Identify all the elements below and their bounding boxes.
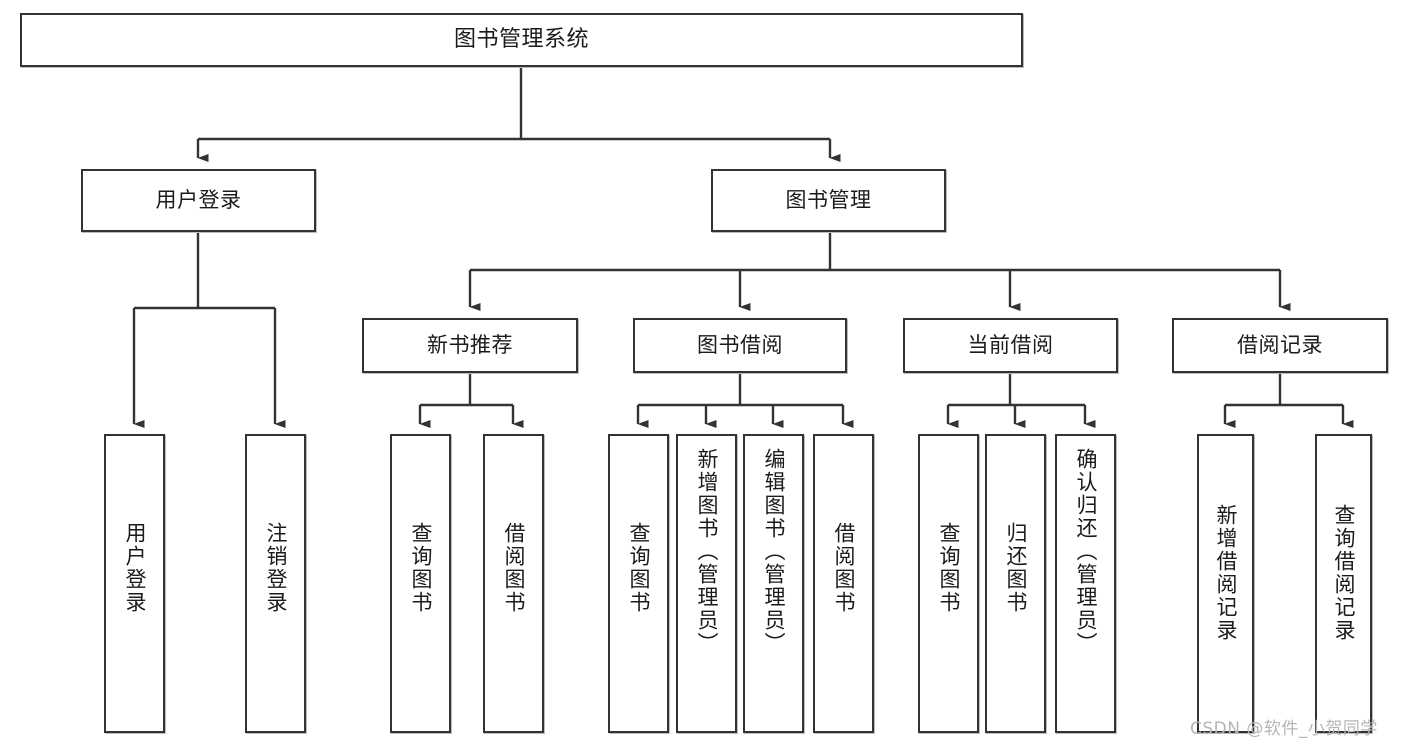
- node-label: 确认归还（管理员）: [1074, 448, 1098, 655]
- node-label: 图书借阅: [697, 333, 783, 358]
- node-label: 当前借阅: [967, 333, 1054, 358]
- leaf-current-return-book[interactable]: 归还图书: [985, 434, 1046, 733]
- leaf-user-login-login[interactable]: 用户登录: [104, 434, 165, 733]
- node-label: 查询图书: [627, 522, 651, 614]
- node-borrow-record[interactable]: 借阅记录: [1172, 318, 1388, 373]
- leaf-borrow-query-book[interactable]: 查询图书: [608, 434, 669, 733]
- node-root-system[interactable]: 图书管理系统: [20, 13, 1023, 67]
- node-label: 新增图书（管理员）: [695, 448, 719, 655]
- node-label: 查询图书: [937, 522, 961, 614]
- leaf-recommend-query-book[interactable]: 查询图书: [390, 434, 451, 733]
- node-label: 借阅图书: [832, 522, 856, 614]
- node-label: 编辑图书（管理员）: [762, 448, 786, 655]
- leaf-recommend-borrow-book[interactable]: 借阅图书: [483, 434, 544, 733]
- node-label: 用户登录: [155, 188, 242, 213]
- node-label: 查询图书: [409, 522, 433, 614]
- node-label: 新增借阅记录: [1214, 504, 1238, 642]
- node-label: 图书管理系统: [453, 27, 589, 53]
- node-user-login[interactable]: 用户登录: [81, 169, 316, 232]
- leaf-borrow-edit-book-admin[interactable]: 编辑图书（管理员）: [743, 434, 804, 733]
- node-label: 注销登录: [264, 522, 288, 614]
- leaf-borrow-borrow-book[interactable]: 借阅图书: [813, 434, 874, 733]
- leaf-current-query-book[interactable]: 查询图书: [918, 434, 979, 733]
- node-label: 借阅记录: [1237, 333, 1323, 358]
- node-current-borrow[interactable]: 当前借阅: [903, 318, 1118, 373]
- leaf-current-confirm-return-admin[interactable]: 确认归还（管理员）: [1055, 434, 1116, 733]
- node-label: 归还图书: [1004, 522, 1028, 614]
- leaf-borrow-add-book-admin[interactable]: 新增图书（管理员）: [676, 434, 737, 733]
- node-label: 用户登录: [123, 522, 147, 614]
- node-label: 新书推荐: [427, 333, 513, 358]
- node-book-borrow[interactable]: 图书借阅: [633, 318, 847, 373]
- leaf-record-query-record[interactable]: 查询借阅记录: [1315, 434, 1372, 733]
- node-label: 查询借阅记录: [1332, 504, 1356, 642]
- node-book-management[interactable]: 图书管理: [711, 169, 946, 232]
- node-label: 借阅图书: [502, 522, 526, 614]
- watermark-text: CSDN @软件_小贺同学: [1190, 719, 1378, 739]
- node-label: 图书管理: [785, 188, 872, 213]
- leaf-record-add-record[interactable]: 新增借阅记录: [1197, 434, 1254, 733]
- leaf-user-login-logout[interactable]: 注销登录: [245, 434, 306, 733]
- node-new-book-recommend[interactable]: 新书推荐: [362, 318, 578, 373]
